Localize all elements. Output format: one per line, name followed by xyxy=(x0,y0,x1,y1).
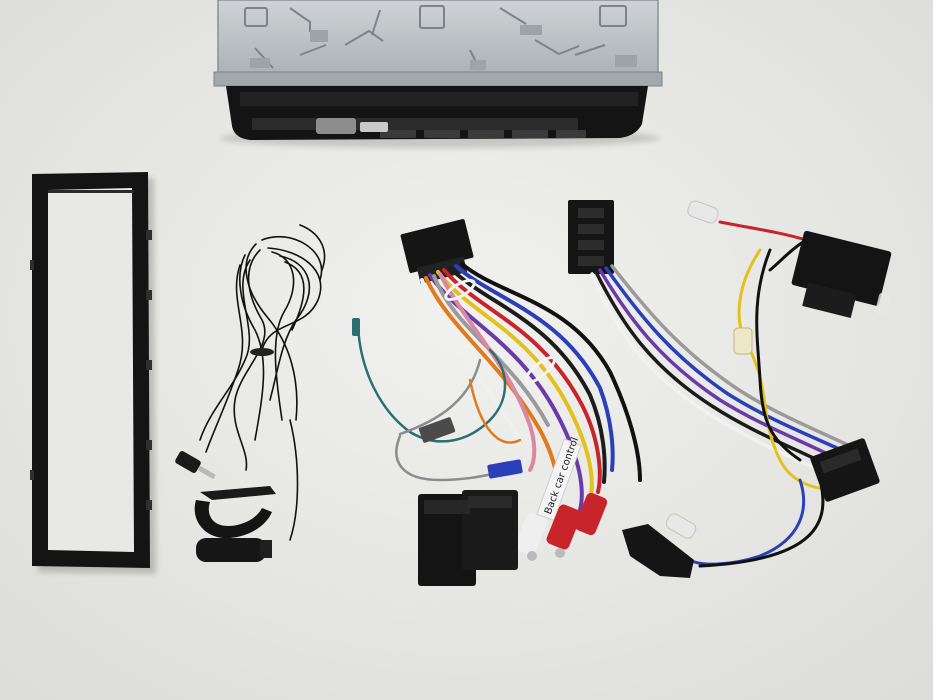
head-unit xyxy=(213,0,663,148)
rca-plugs xyxy=(514,492,608,561)
audio-jack xyxy=(175,451,216,480)
car-connector xyxy=(418,490,518,586)
microphone-cable xyxy=(199,224,326,541)
microphone-clip xyxy=(194,486,276,562)
main-wire-harness: Back car control xyxy=(352,219,642,586)
adapter-harness xyxy=(568,200,892,578)
trim-frame xyxy=(30,172,156,574)
cable-tie xyxy=(250,348,274,356)
